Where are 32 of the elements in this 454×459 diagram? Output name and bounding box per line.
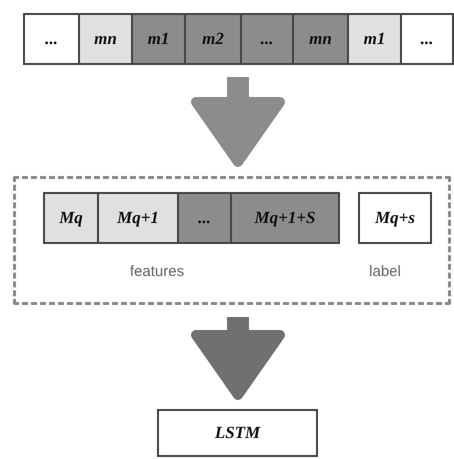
cell-text: Mq xyxy=(59,207,83,230)
sequence-cell xyxy=(177,192,232,244)
sequence-cell xyxy=(131,13,186,65)
cell-text: m1 xyxy=(364,28,386,50)
sequence-cell xyxy=(292,13,349,65)
sequence-cell xyxy=(184,13,242,65)
sequence-strip xyxy=(23,13,452,65)
cell-text: LSTM xyxy=(214,422,260,444)
sequence-cell xyxy=(358,192,432,244)
dashed-group-box xyxy=(13,176,451,305)
cell-text: mn xyxy=(309,28,332,50)
caption-text: label xyxy=(369,262,401,282)
sequence-cell xyxy=(97,192,179,244)
cell-text: ... xyxy=(198,207,211,230)
cell-text: Mq+s xyxy=(375,207,415,230)
model-box xyxy=(157,409,318,457)
arrow xyxy=(191,77,285,167)
sequence-cell xyxy=(78,13,133,65)
sequence-cell xyxy=(240,13,294,65)
sequence-cell xyxy=(347,13,402,65)
cell-text: ... xyxy=(45,28,58,50)
cell-text: ... xyxy=(260,28,274,50)
sequence-cell xyxy=(230,192,340,244)
sequence-cell xyxy=(43,192,99,244)
cell-text: m2 xyxy=(202,28,224,50)
cell-text: Mq+1 xyxy=(117,207,159,230)
cell-text: mn xyxy=(94,28,117,50)
cell-text: m1 xyxy=(148,28,170,50)
cell-text: Mq+1+S xyxy=(254,207,316,230)
caption-text: features xyxy=(130,262,184,282)
cell-text: ... xyxy=(420,28,434,50)
arrow xyxy=(191,317,285,400)
